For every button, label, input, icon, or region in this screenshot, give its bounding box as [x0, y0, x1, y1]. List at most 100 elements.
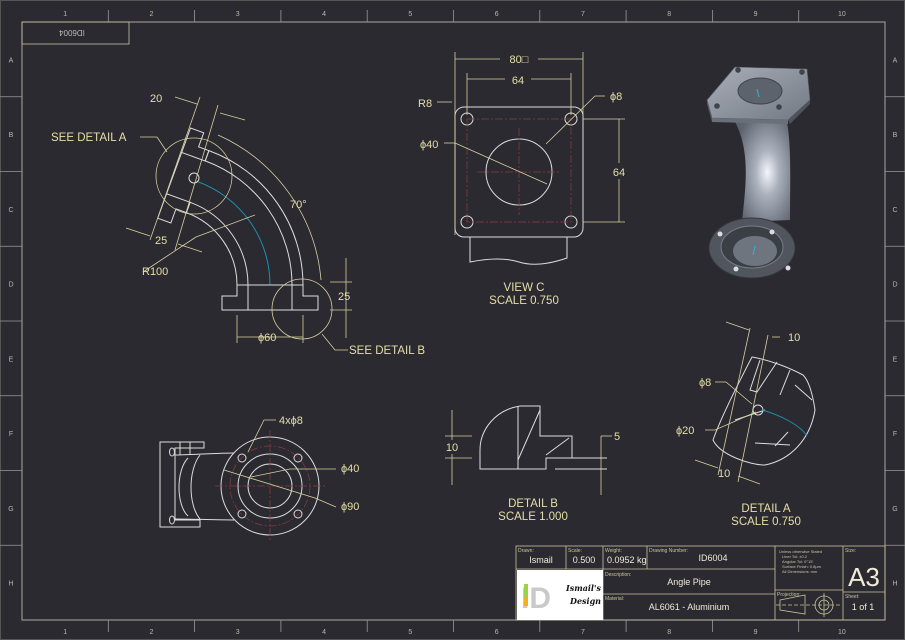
bottom-flange	[221, 284, 319, 311]
dim-phi40: ϕ40	[420, 139, 438, 151]
note: Surface Finish: 0.8μm	[782, 564, 822, 569]
sheet-value: 1 of 1	[852, 602, 875, 612]
detail-a-hole	[188, 172, 200, 184]
title-block: ID Ismail's Design Drawn: Ismail Scale: …	[515, 545, 886, 621]
dim-80-square: 80□	[510, 54, 529, 66]
scale-value: 0.500	[573, 555, 596, 565]
column-label: 8	[667, 629, 671, 636]
projection-label: Projection:	[777, 592, 801, 598]
description-label: Description:	[605, 572, 631, 578]
column-label: 5	[408, 11, 412, 18]
dim-20: 20	[150, 93, 162, 105]
row-label: G	[8, 506, 13, 513]
dim-10: 10	[446, 442, 458, 454]
dim-10-top: 10	[788, 332, 800, 344]
column-label: 4	[322, 11, 326, 18]
dim-phi8-detail: ϕ8	[699, 377, 711, 389]
size-label: Size:	[845, 548, 856, 554]
column-label: 9	[754, 11, 758, 18]
column-label: 8	[667, 11, 671, 18]
note: Angular Tol: 0°15'	[782, 559, 813, 564]
note: All Dimensions: mm	[782, 569, 818, 574]
detail-a-circle	[155, 137, 233, 215]
row-label: F	[9, 431, 13, 438]
row-label: E	[9, 356, 14, 363]
note: Unless otherwise Stated	[779, 549, 822, 554]
detail-b-scale: SCALE 1.000	[498, 511, 568, 523]
dim-angle: 70°	[290, 199, 307, 211]
callout-see-detail-a: SEE DETAIL A	[51, 132, 127, 144]
column-label: 2	[149, 629, 153, 636]
dim-10-bottom: 10	[718, 468, 730, 480]
detail-b-view: 10 5 DETAIL B SCALE 1.000	[444, 405, 620, 523]
row-label: H	[892, 581, 897, 588]
column-label: 6	[495, 629, 499, 636]
size-value: A3	[848, 562, 880, 592]
column-label: 2	[149, 11, 153, 18]
detail-b-circle	[271, 278, 333, 340]
row-label: B	[893, 132, 898, 139]
end-view: 4xϕ8 ϕ40 ϕ90	[159, 415, 359, 540]
material-value: AL6061 - Aluminium	[649, 602, 730, 612]
column-label: 1	[63, 11, 67, 18]
column-label: 7	[581, 629, 585, 636]
corner-tag: ID6004	[59, 28, 85, 37]
description-value: Angle Pipe	[667, 577, 711, 587]
dim-phi8: ϕ8	[610, 91, 622, 103]
row-label: G	[892, 506, 897, 513]
detail-b-title: DETAIL B	[508, 498, 558, 510]
column-label: 5	[408, 629, 412, 636]
dim-phi90: ϕ90	[341, 501, 359, 513]
dim-r100: R100	[142, 266, 168, 278]
row-label: C	[892, 207, 897, 214]
column-label: 3	[236, 11, 240, 18]
column-label: 4	[322, 629, 326, 636]
company-logo	[517, 570, 603, 620]
row-label: F	[893, 431, 897, 438]
outer-wall	[204, 149, 304, 286]
dim-64-height: 64	[613, 167, 625, 179]
row-label: H	[8, 581, 13, 588]
general-notes: Unless otherwise Stated Liner Tol: ±0.2 …	[779, 549, 822, 574]
scale-label: Scale:	[568, 548, 582, 554]
neck-break	[469, 237, 568, 265]
dim-25-height: 25	[338, 291, 350, 303]
column-label: 3	[236, 629, 240, 636]
logo-name-1: Ismail's	[565, 583, 601, 593]
bend-centerline	[197, 181, 271, 286]
row-label: B	[9, 132, 14, 139]
third-angle-projection-icon	[776, 593, 842, 617]
dim-phi20: ϕ20	[676, 425, 694, 437]
section-view: 20 SEE DETAIL A 25 70° R100 25 ϕ60 SEE D…	[51, 93, 425, 357]
material-label: Material:	[605, 596, 624, 602]
column-label: 10	[838, 629, 846, 636]
drawn-label: Drawn:	[518, 548, 534, 554]
column-label: 7	[581, 11, 585, 18]
detail-a-scale: SCALE 0.750	[731, 516, 801, 528]
row-label: D	[8, 282, 13, 289]
inner-wall	[185, 201, 249, 286]
row-label: A	[893, 57, 898, 64]
view-c-scale: SCALE 0.750	[489, 295, 559, 307]
dim-r8: R8	[418, 98, 432, 110]
dim-64-width: 64	[512, 75, 524, 87]
column-label: 6	[495, 11, 499, 18]
column-label: 10	[838, 11, 846, 18]
column-label: 9	[754, 629, 758, 636]
note: Liner Tol: ±0.2	[782, 554, 808, 559]
row-label: D	[892, 282, 897, 289]
column-label: 1	[63, 629, 67, 636]
isometric-model	[706, 66, 811, 279]
logo-name-2: Design	[569, 596, 601, 606]
view-c-title: VIEW C	[504, 282, 545, 294]
drawing-number-label: Drawing Number:	[649, 548, 688, 554]
dim-phi40-end: ϕ40	[341, 463, 359, 475]
row-label: E	[893, 356, 898, 363]
view-c: 80□ 64 R8 ϕ8 ϕ40 64 VIEW C SCALE 0.750	[418, 52, 630, 307]
drawn-value: Ismail	[529, 555, 553, 565]
weight-value: 0.0952 kg	[607, 555, 647, 565]
row-label: C	[8, 207, 13, 214]
detail-a-view: 10 ϕ8 ϕ20 10 DETAIL A SCALE 0.750	[676, 321, 816, 528]
